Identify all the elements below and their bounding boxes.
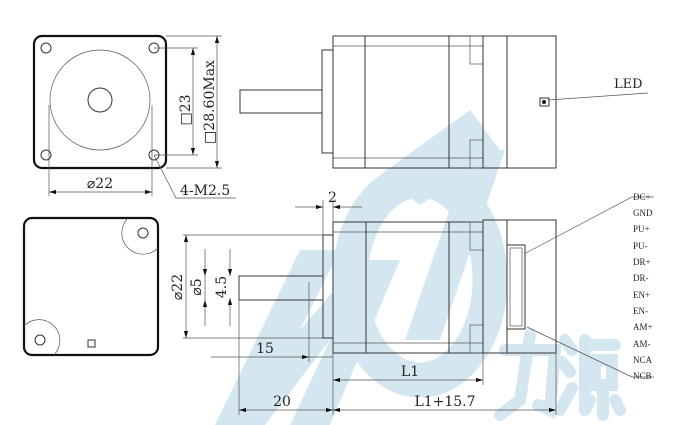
dim-flat-length: 15 [256, 341, 274, 357]
dim-body: L1 [401, 364, 419, 380]
pin-label: EN+ [633, 290, 650, 300]
pin-label: NCA [633, 355, 653, 365]
dim-diameter: ⌀22 [87, 176, 113, 192]
dim-flange: 2 [328, 190, 337, 206]
pin-label: DC+ [633, 192, 651, 202]
pin-label: PU- [633, 241, 648, 251]
dim-shaft-length: 20 [273, 394, 291, 410]
back-view [22, 216, 160, 357]
dim-total: L1+15.7 [414, 394, 475, 410]
led-label: LED [614, 77, 643, 92]
pin-label: EN- [633, 306, 648, 316]
dim-square-inner: □23 [178, 94, 194, 125]
pin-label: AM+ [633, 322, 653, 332]
pin-label: PU+ [633, 224, 650, 234]
watermark-glyphs [494, 329, 626, 421]
pin-label: AM- [633, 339, 651, 349]
pin-label: DR- [633, 273, 649, 283]
pin-label: DR+ [633, 257, 651, 267]
pin-label: GND [633, 208, 653, 218]
bottom-side-view [183, 196, 654, 415]
pin-label: NCB [633, 371, 652, 381]
dim-boss: ⌀22 [170, 274, 186, 300]
dim-flat: 4.5 [214, 276, 230, 298]
dim-shaft: ⌀5 [189, 278, 205, 295]
pin-list: DC+ GND PU+ PU- DR+ DR- EN+ EN- AM+ AM- … [633, 192, 653, 381]
front-view [32, 34, 236, 199]
dim-holes: 4-M2.5 [180, 183, 230, 199]
dim-square-outer: □28.60Max [202, 60, 218, 144]
top-side-view [239, 35, 649, 169]
